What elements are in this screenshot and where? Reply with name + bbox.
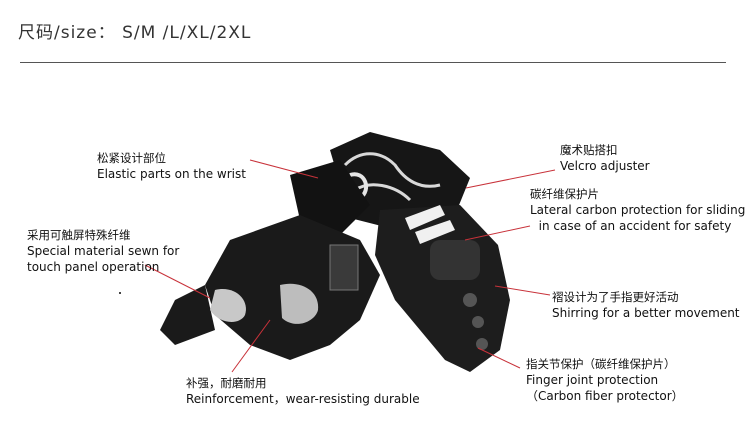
leader-lateral xyxy=(464,225,531,241)
callout-touch-zh: 采用可触屏特殊纤维 xyxy=(27,228,131,242)
leader-velcro xyxy=(465,169,556,189)
callout-shirring-zh: 褶设计为了手指更好活动 xyxy=(552,290,679,304)
callout-knuckle-zh: 指关节保护（碳纤维保护片） xyxy=(526,357,676,371)
callout-touch-en1: Special material sewn for xyxy=(27,244,180,258)
callout-knuckle-en2: （Carbon fiber protector） xyxy=(526,389,684,403)
callout-wrist: 松紧设计部位 Elastic parts on the wrist xyxy=(97,150,246,182)
callout-reinforce: 补强，耐磨耐用 Reinforcement，wear-resisting dur… xyxy=(186,375,420,407)
stripe-2 xyxy=(415,220,455,244)
leader-touch xyxy=(144,264,211,299)
callout-touch-en2: touch panel operation xyxy=(27,260,160,274)
callout-wrist-en: Elastic parts on the wrist xyxy=(97,167,246,181)
callout-wrist-zh: 松紧设计部位 xyxy=(97,151,166,165)
callout-lateral-en2: in case of an accident for safety xyxy=(538,219,732,233)
knuckle-guard xyxy=(430,240,480,280)
size-options: 尺码/size： S/M /L/XL/2XL xyxy=(18,23,252,43)
callout-knuckle: 指关节保护（碳纤维保护片） Finger joint protection （C… xyxy=(526,356,684,404)
left-glove-cuff xyxy=(290,160,370,235)
stray-dot xyxy=(119,292,121,294)
carbon-patch xyxy=(329,244,359,291)
knuckle-stud-3 xyxy=(476,338,488,350)
callout-velcro-en: Velcro adjuster xyxy=(560,159,650,173)
callout-velcro: 魔术贴搭扣 Velcro adjuster xyxy=(560,142,650,174)
leader-wrist xyxy=(249,159,319,179)
knuckle-stud-2 xyxy=(472,316,484,328)
callout-reinforce-zh: 补强，耐磨耐用 xyxy=(186,376,267,390)
left-glove-fingers xyxy=(160,285,215,345)
stripe-1 xyxy=(405,205,445,230)
callout-lateral-zh: 碳纤维保护片 xyxy=(530,187,599,201)
knuckle-stud-1 xyxy=(463,293,477,307)
callout-reinforce-en: Reinforcement，wear-resisting durable xyxy=(186,392,420,406)
callout-lateral: 碳纤维保护片 Lateral carbon protection for sli… xyxy=(530,186,746,234)
callout-lateral-en1: Lateral carbon protection for sliding xyxy=(530,203,746,217)
callout-velcro-zh: 魔术贴搭扣 xyxy=(560,143,618,157)
header-divider xyxy=(20,62,726,63)
right-glove-cuff-pattern xyxy=(343,152,441,202)
leader-reinforce xyxy=(231,319,271,373)
leader-knuckle xyxy=(477,347,521,369)
leader-shirring xyxy=(494,285,551,296)
callout-knuckle-en1: Finger joint protection xyxy=(526,373,659,387)
callout-shirring: 褶设计为了手指更好活动 Shirring for a better moveme… xyxy=(552,289,740,321)
palm-reinforcement xyxy=(280,283,319,324)
touch-patch xyxy=(210,289,246,322)
callout-shirring-en: Shirring for a better movement xyxy=(552,306,740,320)
callout-touch: 采用可触屏特殊纤维 Special material sewn for touc… xyxy=(27,227,179,275)
